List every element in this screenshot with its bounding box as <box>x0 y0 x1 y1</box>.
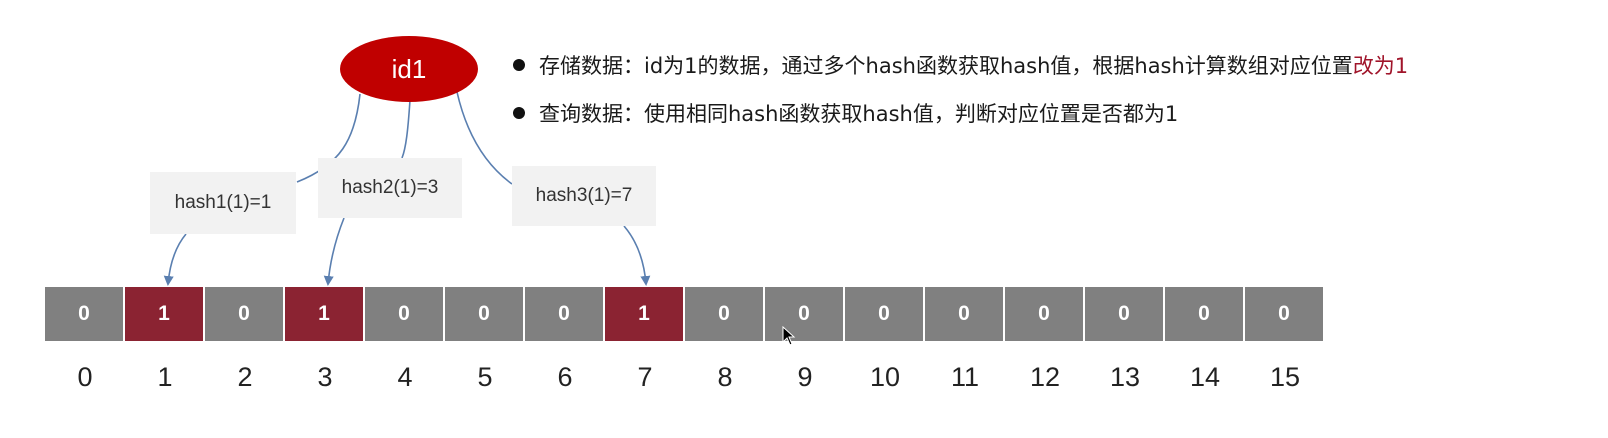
index-label: 6 <box>557 362 573 392</box>
index-label: 0 <box>77 362 93 392</box>
index-label: 15 <box>1269 362 1301 392</box>
bullet-icon <box>513 107 525 119</box>
link-node-hash3 <box>456 91 513 185</box>
index-label: 14 <box>1189 362 1221 392</box>
id1-node: id1 <box>340 36 478 102</box>
bit-cell: 0 <box>685 287 763 341</box>
bit-cell: 0 <box>205 287 283 341</box>
note-store-highlight: 改为1 <box>1352 54 1409 78</box>
hash3-label: hash3(1)=7 <box>535 185 633 206</box>
bit-cell: 0 <box>525 287 603 341</box>
index-label: 7 <box>637 362 653 392</box>
arrow-hash3-to-bit7 <box>623 225 651 286</box>
hash2-label-box: hash2(1)=3 <box>318 158 462 218</box>
index-label: 3 <box>317 362 333 392</box>
hash2-label: hash2(1)=3 <box>341 177 439 198</box>
bit-cell: 0 <box>765 287 843 341</box>
link-node-hash2 <box>401 99 411 159</box>
index-label: 4 <box>397 362 413 392</box>
index-label: 10 <box>869 362 901 392</box>
index-label: 12 <box>1029 362 1061 392</box>
index-label: 9 <box>797 362 813 392</box>
note-query-data: 查询数据：使用相同hash函数获取hash值，判断对应位置是否都为1 <box>513 98 1178 128</box>
index-label: 13 <box>1109 362 1141 392</box>
index-label: 5 <box>477 362 493 392</box>
bit-cell: 0 <box>845 287 923 341</box>
hash1-label-box: hash1(1)=1 <box>150 172 296 234</box>
index-label: 1 <box>157 362 173 392</box>
note-query-text: 查询数据：使用相同hash函数获取hash值，判断对应位置是否都为1 <box>539 102 1179 126</box>
bit-cell: 0 <box>1245 287 1323 341</box>
index-label: 8 <box>717 362 733 392</box>
bit-cell: 0 <box>1085 287 1163 341</box>
arrow-hash1-to-bit1 <box>163 233 187 286</box>
bit-cell: 1 <box>125 287 203 341</box>
arrow-hash2-to-bit3 <box>323 217 345 286</box>
bit-cell: 1 <box>605 287 683 341</box>
bit-cell: 0 <box>445 287 523 341</box>
bit-cell: 0 <box>925 287 1003 341</box>
bullet-icon <box>513 59 525 71</box>
link-node-hash1 <box>296 93 361 183</box>
note-store-text: 存储数据：id为1的数据，通过多个hash函数获取hash值，根据hash计算数… <box>539 54 1353 78</box>
bit-cell: 0 <box>45 287 123 341</box>
hash3-label-box: hash3(1)=7 <box>512 166 656 226</box>
index-label: 11 <box>950 362 980 392</box>
hash1-label: hash1(1)=1 <box>174 192 272 213</box>
bit-cell: 0 <box>1165 287 1243 341</box>
id1-node-label: id1 <box>391 53 427 84</box>
note-store-data: 存储数据：id为1的数据，通过多个hash函数获取hash值，根据hash计算数… <box>513 50 1408 80</box>
index-label: 2 <box>237 362 253 392</box>
bit-cell: 1 <box>285 287 363 341</box>
bit-cell: 0 <box>365 287 443 341</box>
mouse-cursor-icon <box>782 326 796 346</box>
bit-cell: 0 <box>1005 287 1083 341</box>
